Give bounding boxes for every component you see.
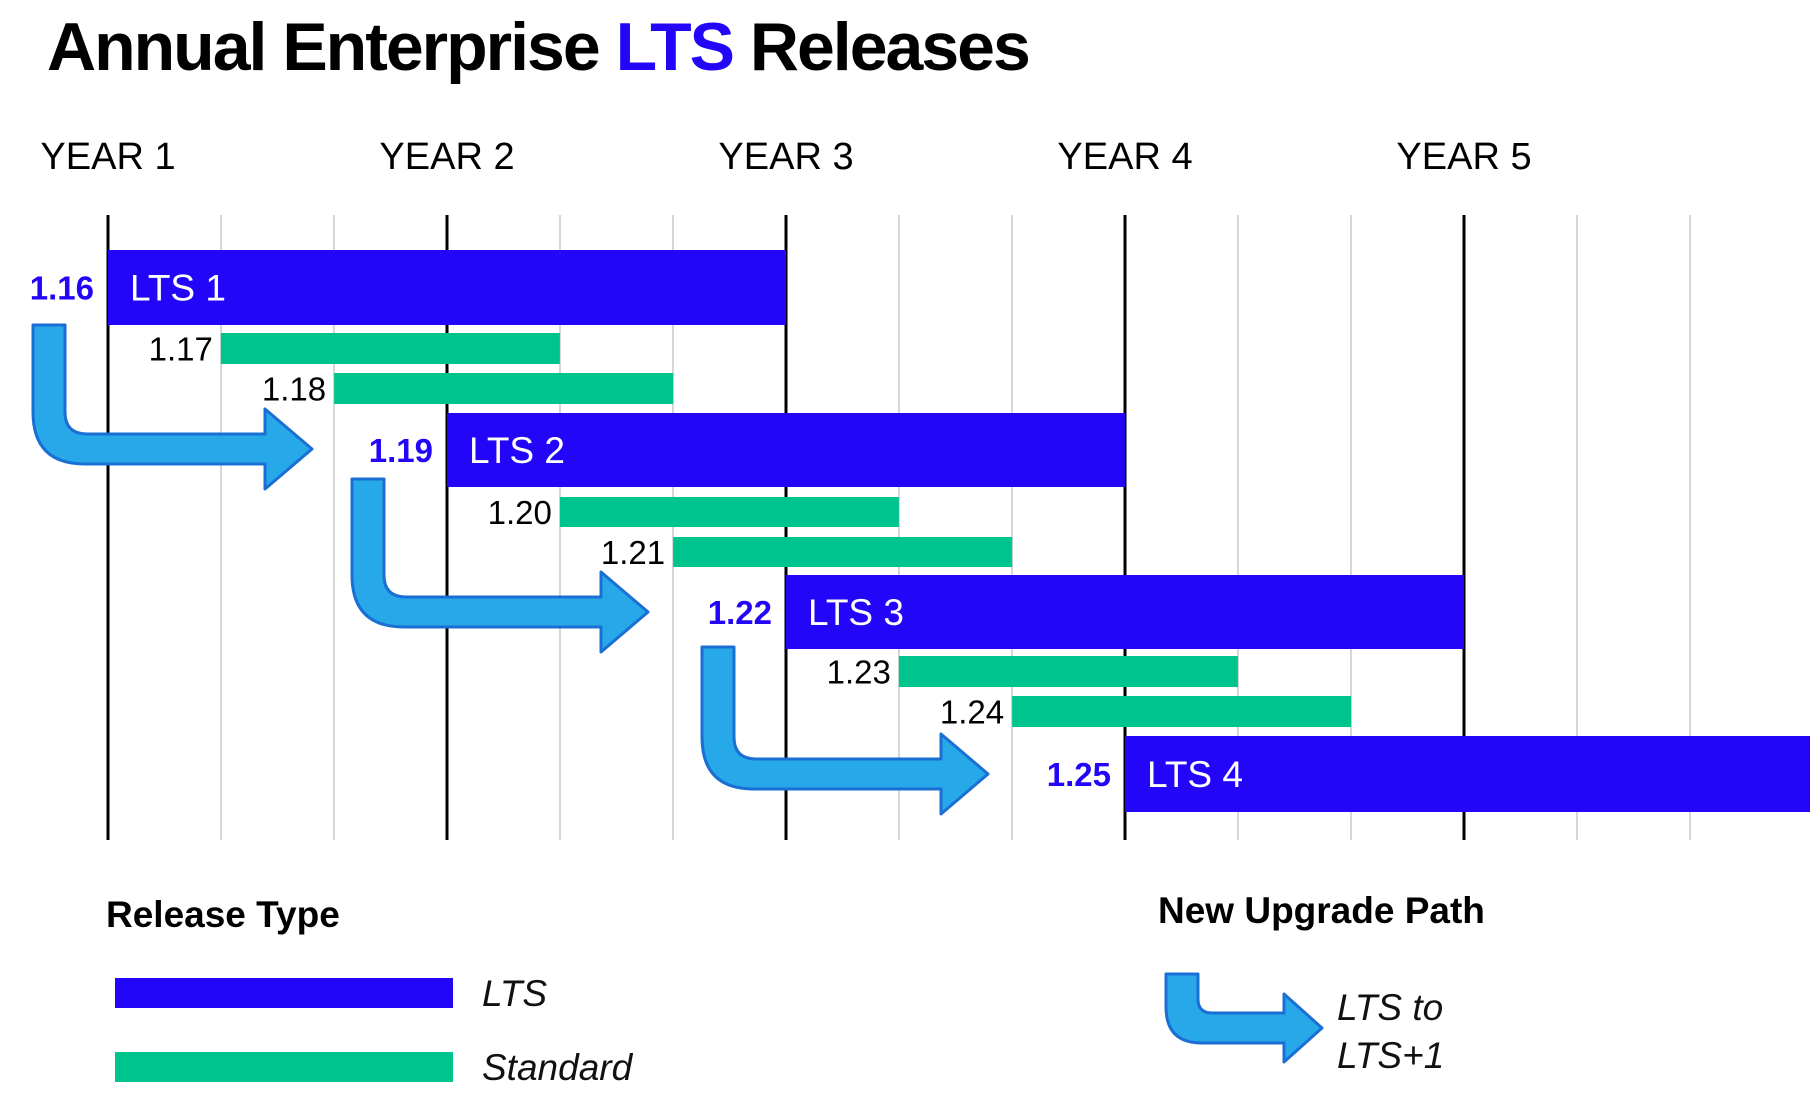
bar-label-lts-3: LTS 3 — [808, 592, 904, 633]
title-suffix: Releases — [749, 9, 1031, 85]
title-accent: LTS — [615, 9, 735, 85]
version-label-1.22: 1.22 — [708, 594, 772, 631]
year-label-3: YEAR 3 — [718, 136, 853, 178]
page-title: Annual Enterprise LTS Releases — [47, 8, 1031, 86]
release-bar-1.16 — [108, 250, 786, 325]
version-label-1.20: 1.20 — [488, 494, 552, 531]
bar-label-lts-2: LTS 2 — [469, 430, 565, 471]
release-bar-1.18 — [334, 373, 674, 404]
version-label-1.21: 1.21 — [601, 534, 665, 571]
legend-label-lts: LTS — [482, 973, 548, 1014]
bar-label-lts-1: LTS 1 — [130, 268, 226, 309]
year-label-1: YEAR 1 — [40, 136, 175, 178]
upgrade-arrow-1.19-to-1.22 — [350, 477, 650, 654]
version-label-1.17: 1.17 — [149, 331, 213, 368]
title-prefix: Annual Enterprise — [47, 9, 601, 85]
legend-release-type-heading: Release Type — [106, 894, 340, 935]
release-bar-1.24 — [1012, 696, 1352, 727]
bar-label-lts-4: LTS 4 — [1147, 754, 1243, 795]
release-bar-1.22 — [786, 575, 1464, 649]
legend-swatch-lts — [115, 978, 453, 1008]
release-bar-1.23 — [898, 656, 1238, 687]
legend-label-standard: Standard — [482, 1047, 633, 1088]
legend-upgrade-label: LTS to LTS+1 — [1337, 984, 1444, 1080]
version-label-1.25: 1.25 — [1047, 756, 1111, 793]
upgrade-arrow-1.22-to-1.25 — [700, 645, 990, 816]
upgrade-arrow-1.16-to-1.19 — [31, 323, 314, 491]
release-bar-1.17 — [220, 333, 560, 364]
release-bar-1.21 — [673, 537, 1013, 567]
release-bar-1.20 — [559, 497, 899, 527]
version-label-1.16: 1.16 — [30, 270, 94, 307]
release-bar-1.19 — [447, 413, 1125, 487]
legend-upgrade-label-line1: LTS to — [1337, 987, 1444, 1028]
year-label-4: YEAR 4 — [1057, 136, 1192, 178]
legend-upgrade-label-line2: LTS+1 — [1337, 1035, 1445, 1076]
version-label-1.19: 1.19 — [369, 432, 433, 469]
version-label-1.23: 1.23 — [827, 654, 891, 691]
legend-upgrade-heading: New Upgrade Path — [1158, 890, 1485, 931]
legend-upgrade-arrow-icon — [1164, 972, 1324, 1064]
year-label-5: YEAR 5 — [1396, 136, 1531, 178]
version-label-1.18: 1.18 — [262, 371, 326, 408]
year-label-2: YEAR 2 — [379, 136, 514, 178]
version-label-1.24: 1.24 — [940, 694, 1004, 731]
release-bar-1.25 — [1125, 736, 1810, 812]
legend-swatch-standard — [115, 1052, 453, 1082]
